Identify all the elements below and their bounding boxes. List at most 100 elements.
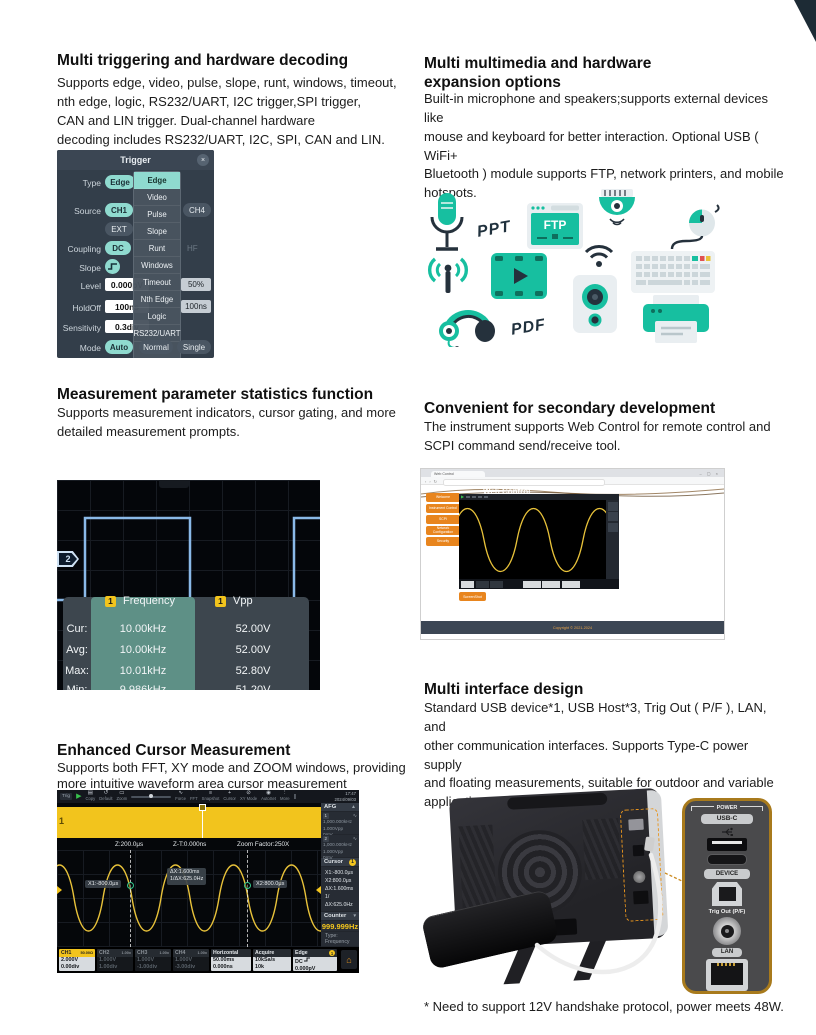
autoset-button[interactable]: ◉AutoSet: [261, 790, 277, 802]
holdoff-label: HoldOff: [72, 303, 101, 313]
source1-badge: 1: [105, 595, 116, 607]
trigger-panel-header: Trigger ×: [57, 150, 214, 170]
edge-trigger-box[interactable]: Edge 1 DC 0.000pV: [293, 949, 337, 971]
xymode-button[interactable]: ⊘XY Mode: [239, 790, 258, 802]
dropdown-item-slope[interactable]: Slope: [134, 223, 180, 240]
scope-toolbar: Trig ▶ ▤Copy ↺Default ▭Zoom ∿Force ⌒FFT …: [57, 790, 359, 803]
scope-sidebar: AFG ▲ 11,000.000kHz 1.000Vpp 0mV ∿ 21,00…: [321, 803, 359, 947]
dropdown-item-edge[interactable]: Edge: [134, 172, 180, 189]
mode-single-pill[interactable]: Single: [177, 340, 211, 354]
frequency-header: Frequency: [123, 595, 175, 607]
usb-host-port: [707, 838, 747, 852]
counter-frequency-value: 999.999Hz: [321, 921, 359, 931]
webcontrol-footer: Copyright © 2021-2024: [421, 621, 724, 634]
browser-tab[interactable]: Web Control: [431, 470, 485, 477]
section-body-multimedia: Built-in microphone and speakers;support…: [424, 91, 784, 201]
delta-readout: ΔX:1.600ms 1/ΔX:625.0Hz: [167, 868, 207, 885]
afg-panel-header[interactable]: AFG ▲: [321, 803, 359, 812]
browser-tab-bar: Web Control – ▢ ×: [421, 469, 724, 477]
close-icon[interactable]: ×: [197, 154, 209, 166]
ext-pill[interactable]: EXT: [105, 222, 133, 236]
nav-security-button[interactable]: Security: [426, 537, 460, 546]
force-button[interactable]: ∿Force: [175, 790, 186, 802]
trigger-panel-title: Trigger: [120, 155, 151, 165]
afg-channel1-entry[interactable]: 11,000.000kHz 1.000Vpp 0mV ∿: [321, 812, 359, 837]
fft-button[interactable]: ⌒FFT: [189, 790, 198, 802]
dropdown-item-timeout[interactable]: Timeout: [134, 274, 180, 291]
cursor-panel-header[interactable]: Cursor 1: [321, 858, 359, 867]
fft-icon: ⌒: [191, 790, 197, 797]
copy-button[interactable]: ▤Copy: [85, 790, 96, 802]
zoom-button[interactable]: ▭Zoom: [116, 790, 128, 802]
nav-scpi-button[interactable]: SCPI: [426, 515, 460, 524]
zoom-window-cursor[interactable]: [202, 807, 203, 838]
screenshot-button[interactable]: ScreenShot: [459, 592, 486, 601]
frequency-column-highlight: [91, 597, 195, 690]
cursor-icon: +: [228, 790, 232, 797]
url-field[interactable]: [443, 478, 605, 486]
autoset-icon: ◉: [266, 790, 271, 797]
run-button[interactable]: ▶: [76, 793, 82, 800]
default-icon: ↺: [103, 790, 109, 797]
vpp-header: Vpp: [233, 595, 253, 607]
trigger-menu-screenshot: Trigger × Type Edge Source CH1 CH4 EXT C…: [57, 150, 214, 358]
mode-normal-pill[interactable]: Normal: [139, 340, 173, 354]
mode-auto-pill[interactable]: Auto: [105, 340, 133, 354]
default-button[interactable]: ↺Default: [99, 790, 113, 802]
x2-readout: X2:800.0μs: [253, 880, 288, 888]
cursor-x1-line[interactable]: [130, 850, 131, 947]
snapshot-icon: ≡: [208, 790, 213, 797]
afg-channel2-entry[interactable]: 21,000.000kHz 1.000Vpp 0mV ∿: [321, 835, 359, 861]
intensity-slider[interactable]: [131, 794, 172, 798]
dropdown-item-windows[interactable]: Windows: [134, 257, 180, 274]
interface-panel: POWER USB-C DEVICE Trig Out (P/F) LAN: [682, 798, 772, 994]
cursor-x2-line[interactable]: [247, 850, 248, 947]
slope-label: Slope: [79, 263, 101, 273]
dropdown-item-runt[interactable]: Runt: [134, 240, 180, 257]
mode-label: Mode: [79, 343, 101, 353]
window-controls[interactable]: – ▢ ×: [699, 471, 720, 476]
xy-icon: ⊘: [246, 790, 251, 797]
type-value-pill[interactable]: Edge: [105, 175, 135, 189]
nav-network-config-button[interactable]: Network Configuration: [426, 526, 460, 535]
dropdown-item-video[interactable]: Video: [134, 189, 180, 206]
measurement-screenshot: 2 1 Frequency 1 Vpp Cur: 10.00kHz 52.00V…: [57, 480, 320, 690]
zoom-window-handle[interactable]: [199, 804, 206, 811]
speaker-icon: [573, 275, 617, 333]
coupling-dc-pill[interactable]: DC: [105, 241, 131, 255]
caret-down-icon: ▾: [353, 913, 356, 920]
counter-panel-header[interactable]: Counter ▾: [321, 912, 359, 921]
remote-sine-waveform: [459, 508, 606, 572]
cursor-button[interactable]: +Cursor: [223, 790, 236, 802]
slope-rising-edge-icon[interactable]: [105, 259, 120, 274]
more-button[interactable]: ⋮More: [280, 790, 290, 802]
dropdown-item-pulse[interactable]: Pulse: [134, 206, 180, 223]
home-button[interactable]: ⌂: [341, 950, 357, 969]
usb-trident-icon: [722, 827, 733, 836]
cursor-x2-handle[interactable]: [244, 882, 251, 889]
level-50pct-button[interactable]: 50%: [181, 278, 211, 291]
edge-source-badge: 1: [329, 950, 335, 956]
trig-out-bnc-connector: [713, 917, 741, 946]
nav-instrument-control-button[interactable]: Instrument Control: [426, 504, 460, 513]
nav-welcome-button[interactable]: Welcome: [426, 493, 460, 502]
source-ch4-pill[interactable]: CH4: [183, 203, 211, 217]
holdoff-button[interactable]: 100ns: [181, 300, 211, 313]
cursor-x1-handle[interactable]: [127, 882, 134, 889]
coupling-hf-option[interactable]: HF: [187, 244, 198, 253]
dropdown-item-nthedge[interactable]: Nth Edge: [134, 291, 180, 308]
keyboard-icon: [631, 235, 715, 293]
browser-nav-icons[interactable]: ‹ › ↻: [425, 480, 438, 484]
dropdown-item-logic[interactable]: Logic: [134, 308, 180, 325]
snapshot-button[interactable]: ≡Snapshot: [201, 790, 220, 802]
ppt-label: PPT: [475, 218, 513, 241]
section-title-interface: Multi interface design: [424, 681, 584, 698]
security-camera-icon: [599, 189, 635, 226]
source-ch1-pill[interactable]: CH1: [105, 203, 133, 217]
